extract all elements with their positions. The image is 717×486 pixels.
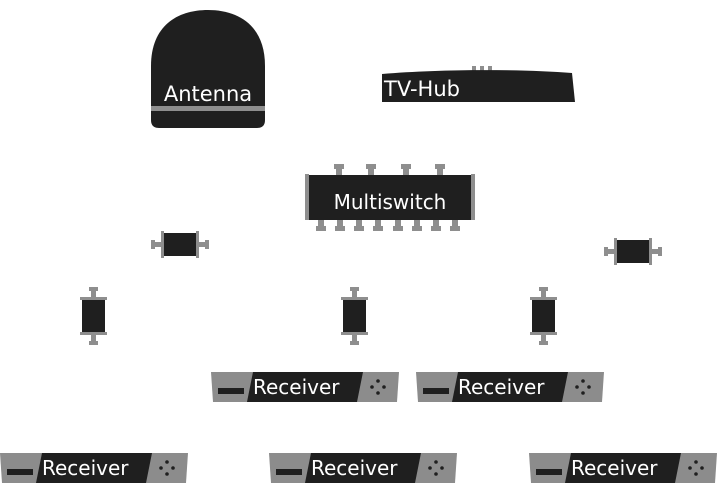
receiver-label: Receiver [571,456,658,480]
receiver-device: Receiver [416,369,604,405]
amplifier-vertical-1-icon [80,287,107,345]
receiver-device: Receiver [269,450,457,486]
multiswitch-label: Multiswitch [333,190,447,214]
antenna-dome-icon [151,10,265,128]
antenna-device: Antenna [149,8,267,130]
amplifier-vertical-3-icon [530,287,557,345]
receiver-device: Receiver [211,369,399,405]
receiver-device: Receiver [0,450,188,486]
receiver-icon [416,372,604,402]
tv-hub-device: TV-Hub [380,64,577,104]
receiver-label: Receiver [311,456,398,480]
receiver-icon [269,453,457,483]
receiver-label: Receiver [458,375,545,399]
multiswitch-icon [305,164,475,231]
splitter-left-icon [151,231,209,258]
receiver-device: Receiver [529,450,717,486]
receiver-label: Receiver [253,375,340,399]
receiver-icon [211,372,399,402]
receiver-icon [0,453,188,483]
splitter-right-icon [604,238,662,265]
tv-hub-label: TV-Hub [384,77,460,101]
receiver-label: Receiver [42,456,129,480]
tv-hub-icon [382,66,575,102]
receiver-icon [529,453,717,483]
amplifier-vertical-2-icon [341,287,368,345]
multiswitch-device: Multiswitch [305,163,475,241]
antenna-label: Antenna [163,82,253,106]
